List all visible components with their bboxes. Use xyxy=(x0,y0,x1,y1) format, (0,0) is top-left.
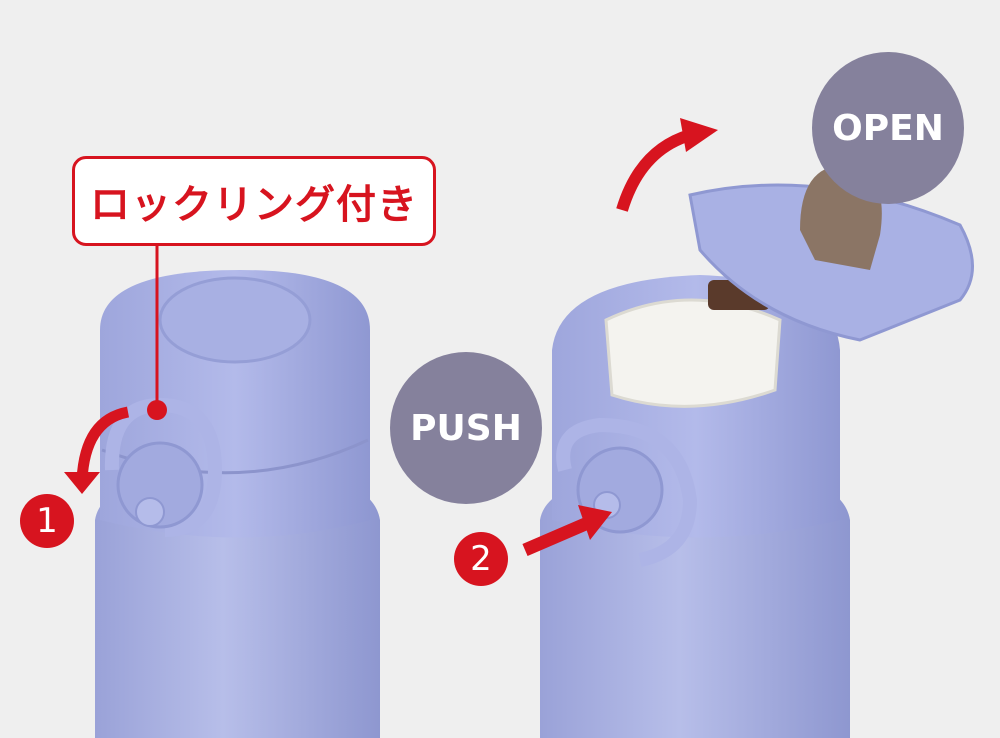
push-badge: PUSH xyxy=(390,352,542,504)
open-bottle xyxy=(522,118,974,738)
closed-bottle xyxy=(64,246,380,738)
step-1-badge: 1 xyxy=(20,494,74,548)
lock-ring-callout: ロックリング付き xyxy=(72,156,436,246)
step-2-badge: 2 xyxy=(454,532,508,586)
open-badge: OPEN xyxy=(812,52,964,204)
